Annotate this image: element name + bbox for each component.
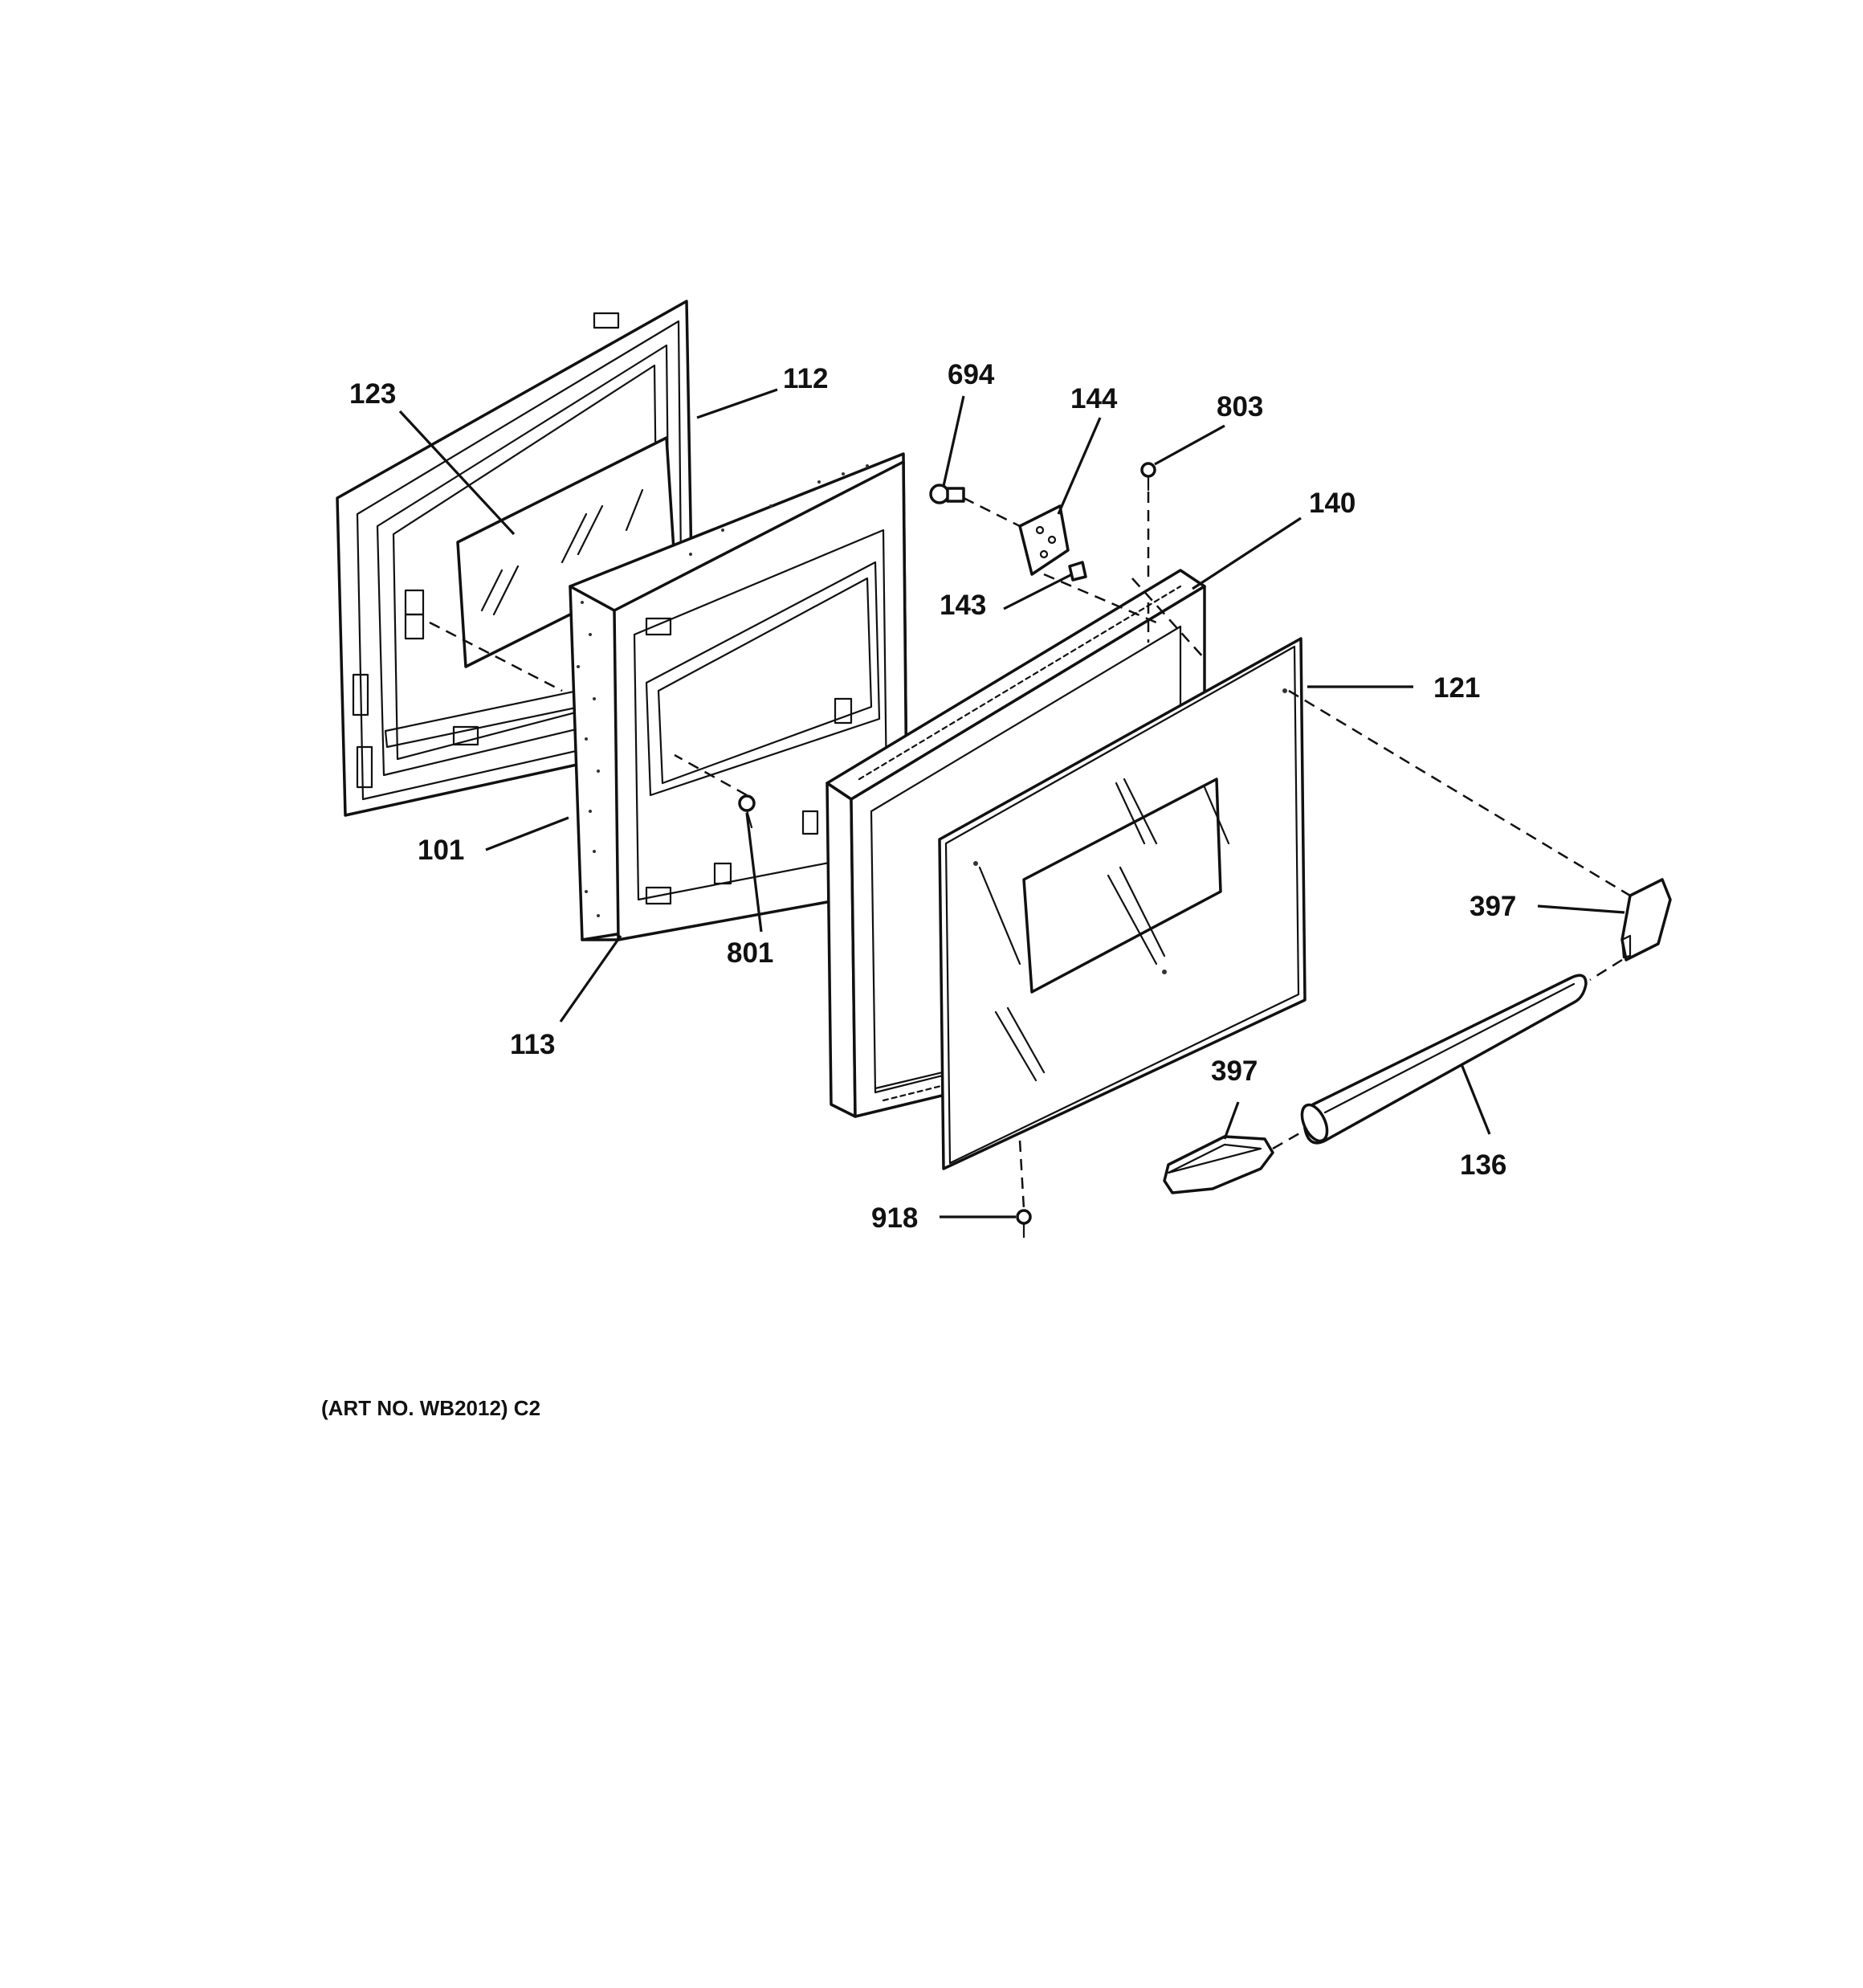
callout-144: 144	[1070, 383, 1118, 414]
outer-glass-part	[938, 637, 1307, 1170]
hinge-hardware	[929, 462, 1157, 643]
handle-tube	[1300, 974, 1588, 1145]
callout-694: 694	[948, 359, 995, 390]
vent-holes	[858, 585, 1182, 1102]
callout-labels: 123 112 694 144 803 140 143 121 101 397 …	[349, 359, 1516, 1234]
art-number-caption: (ART NO. WB2012) C2	[321, 1396, 540, 1420]
leader-lines	[398, 388, 1625, 1219]
callout-801: 801	[727, 937, 773, 969]
handle-end-cap-upper	[1288, 689, 1672, 982]
callout-140: 140	[1309, 488, 1355, 519]
handle-end-cap-lower	[1163, 1131, 1302, 1194]
callout-143: 143	[940, 590, 986, 621]
callout-101: 101	[418, 835, 464, 866]
insulation-speckle	[577, 464, 869, 917]
callout-136: 136	[1460, 1149, 1506, 1181]
callout-397-upper: 397	[1470, 891, 1516, 922]
callout-112: 112	[783, 363, 828, 394]
callout-918: 918	[871, 1202, 918, 1234]
callout-803: 803	[1217, 391, 1263, 423]
callout-123: 123	[349, 378, 396, 410]
callout-113: 113	[510, 1029, 555, 1060]
callout-121: 121	[1433, 672, 1480, 704]
callout-397-lower: 397	[1211, 1055, 1258, 1087]
screw-918	[1016, 1140, 1032, 1239]
